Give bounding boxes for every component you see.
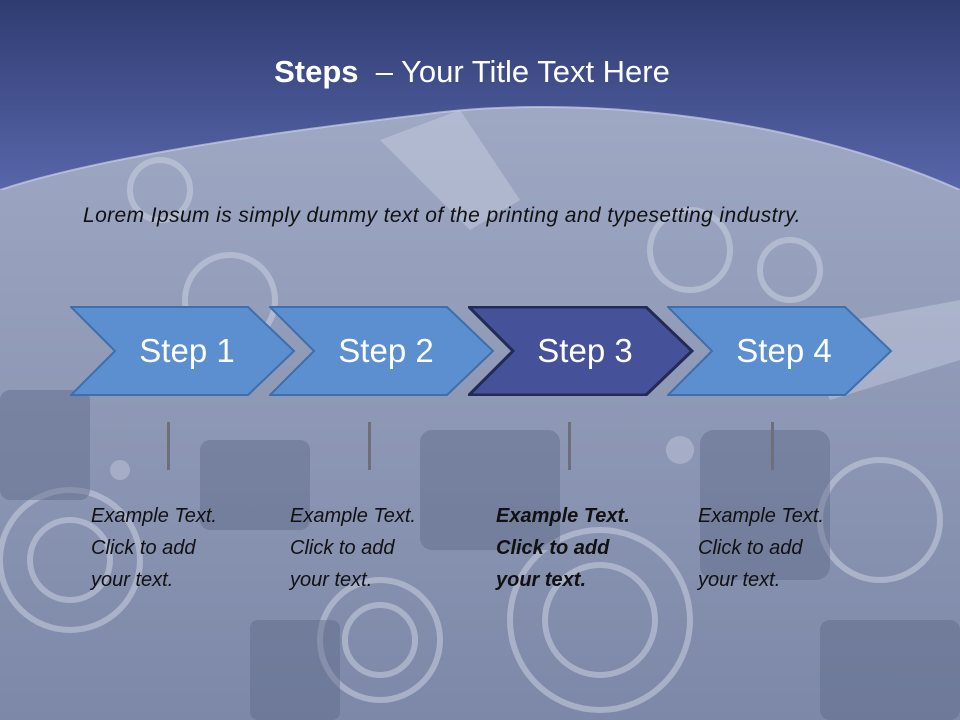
step-2-note[interactable]: Example Text. Click to add your text. [290, 505, 416, 591]
chevron-shape [269, 306, 495, 396]
step-4-connector [771, 422, 774, 470]
chevron-shape [70, 306, 296, 396]
slide-title: Steps – Your Title Text Here [0, 54, 944, 90]
intro-text: Lorem Ipsum is simply dummy text of the … [83, 204, 801, 227]
step-1-note[interactable]: Example Text. Click to add your text. [91, 505, 217, 591]
step-1-connector [167, 422, 170, 470]
step-1-chevron[interactable]: Step 1 [70, 306, 296, 396]
step-4-label: Step 4 [736, 332, 832, 369]
chevron-shape [468, 306, 694, 396]
title-rest: – Your Title Text Here [358, 54, 670, 89]
step-2-connector [368, 422, 371, 470]
step-3-label: Step 3 [537, 332, 633, 369]
step-3-chevron[interactable]: Step 3 [468, 306, 694, 396]
header-banner [0, 0, 960, 190]
step-1-label: Step 1 [139, 332, 235, 369]
step-3-note[interactable]: Example Text. Click to add your text. [496, 505, 630, 591]
chevron-shape [667, 306, 893, 396]
step-2-label: Step 2 [338, 332, 434, 369]
title-bold: Steps [274, 54, 359, 89]
step-4-chevron[interactable]: Step 4 [667, 306, 893, 396]
step-3-connector [568, 422, 571, 470]
step-4-note[interactable]: Example Text. Click to add your text. [698, 505, 824, 591]
step-2-chevron[interactable]: Step 2 [269, 306, 495, 396]
